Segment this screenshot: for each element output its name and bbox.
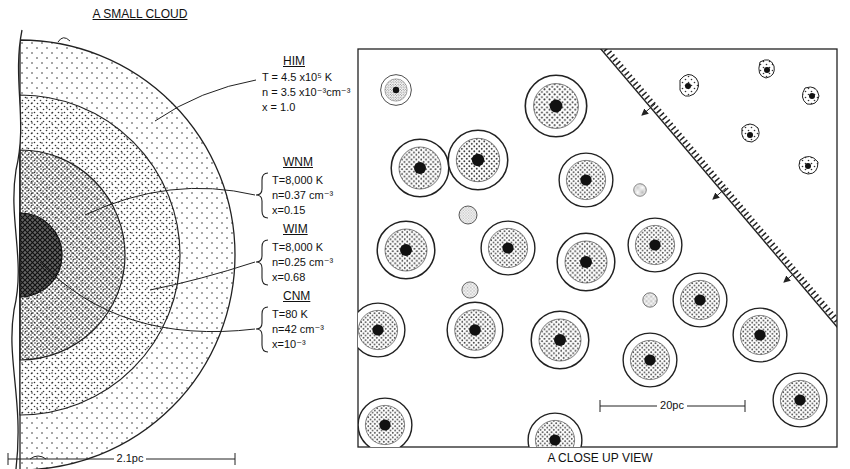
phase-parameter: T=8,000 K xyxy=(272,241,323,253)
phase-name: WIM xyxy=(283,223,308,236)
cloud xyxy=(391,139,449,197)
cloud xyxy=(773,373,827,427)
cloudlets xyxy=(680,60,819,174)
phase-parameter: n=0.37 cm⁻³ xyxy=(272,189,333,201)
small-cloud xyxy=(459,206,477,224)
phase-parameter: T=8,000 K xyxy=(272,174,323,186)
small-cloud xyxy=(462,282,478,298)
phase-parameter: T=80 K xyxy=(272,308,308,320)
cloud xyxy=(358,398,412,447)
phase-parameter: x=0.15 xyxy=(272,204,305,216)
braces xyxy=(256,173,268,352)
scale-bar xyxy=(8,453,235,465)
cloud-field xyxy=(358,49,837,447)
cloudlet-cores xyxy=(685,67,815,169)
cloud xyxy=(557,233,615,291)
shock-front-hatching xyxy=(603,49,837,325)
cloud xyxy=(381,75,412,106)
cloud xyxy=(733,308,787,362)
phase-parameter: n=0.25 cm⁻³ xyxy=(272,256,333,268)
cloud xyxy=(525,75,586,136)
scale-label: 20pc xyxy=(657,399,687,411)
cloud xyxy=(559,153,613,207)
cloud xyxy=(531,311,589,369)
phase-name: HIM xyxy=(283,55,305,68)
cloud xyxy=(377,221,435,279)
shock-front xyxy=(600,49,837,328)
phase-name: WNM xyxy=(283,156,313,169)
scale-label: 2.1pc xyxy=(114,452,147,464)
cloud xyxy=(628,218,682,272)
phase-parameter: x = 1.0 xyxy=(262,101,295,113)
cloud xyxy=(481,221,535,275)
phase-parameter: x=0.68 xyxy=(272,271,305,283)
phase-parameter: n=42 cm⁻³ xyxy=(272,323,324,335)
diagram-title: A SMALL CLOUD xyxy=(93,8,188,21)
view-frame xyxy=(358,49,837,447)
diagram-caption: A CLOSE UP VIEW xyxy=(547,452,652,465)
small-cloud xyxy=(643,293,657,307)
cloud xyxy=(623,333,677,387)
cloud xyxy=(358,303,405,357)
small-cloud xyxy=(634,184,647,197)
shock-arrows xyxy=(642,104,797,282)
phase-parameter: x=10⁻³ xyxy=(272,338,306,350)
phase-parameter: T = 4.5 x10⁵ K xyxy=(262,71,332,83)
leader-lines xyxy=(40,80,256,332)
phase-parameter: n = 3.5 x10⁻³cm⁻³ xyxy=(262,86,350,98)
cloud-cross-section xyxy=(0,30,235,469)
cloud xyxy=(528,413,582,447)
cloud xyxy=(447,302,503,358)
cloud xyxy=(673,273,727,327)
cloud xyxy=(448,130,508,190)
phase-name: CNM xyxy=(283,290,310,303)
scale-bar xyxy=(600,400,745,412)
